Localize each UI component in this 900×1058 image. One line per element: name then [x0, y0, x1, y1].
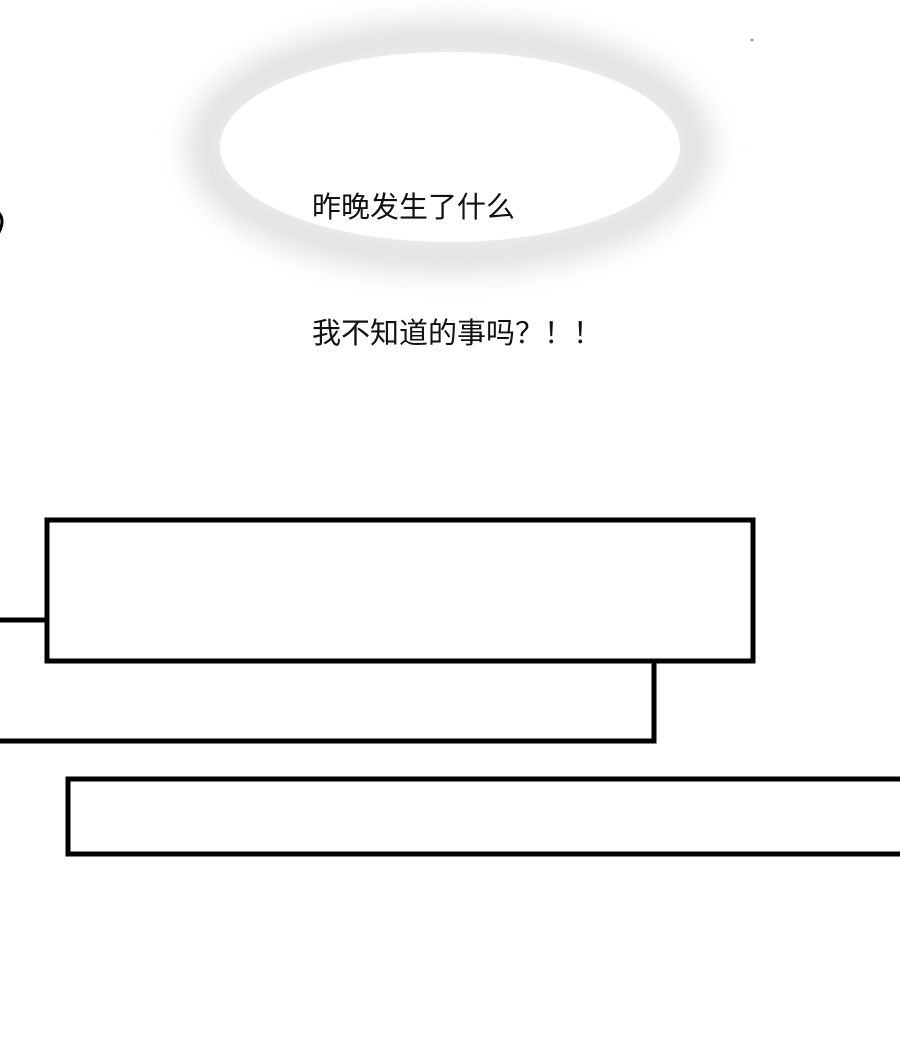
panel-upper-box: [44, 517, 756, 664]
edge-curve: [0, 212, 4, 234]
speech-bubble-glow: [191, 25, 709, 269]
speck: [750, 38, 754, 42]
panel-middle-box: [0, 661, 657, 744]
panel-borders: [0, 517, 900, 857]
speech-bubble-text: 昨晚发生了什么 我不知道的事吗？！！: [312, 102, 672, 438]
bubble-line-2: 我不知道的事吗？！！: [312, 316, 603, 350]
panel-lower-box: [65, 776, 900, 857]
bubble-line-1: 昨晚发生了什么: [312, 190, 516, 224]
